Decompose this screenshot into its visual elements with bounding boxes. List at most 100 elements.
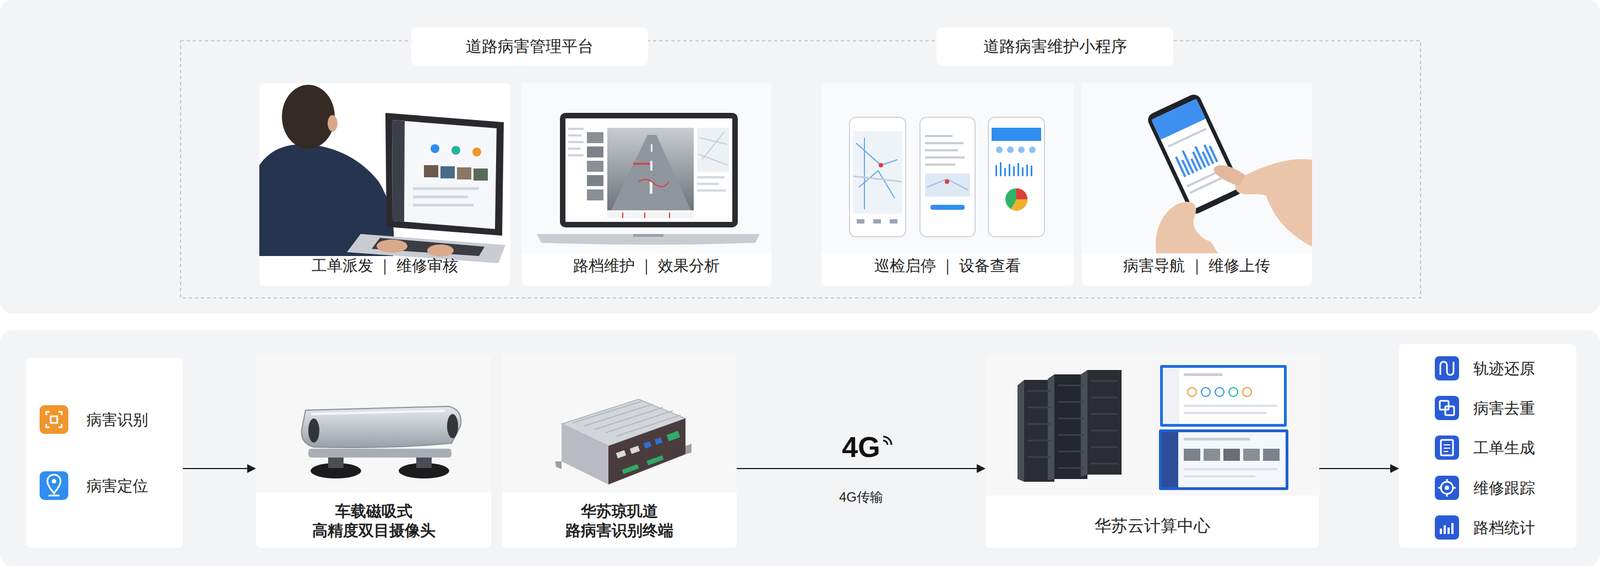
phone-screens-picture-part xyxy=(1010,199,1028,211)
card-ground-part xyxy=(259,83,511,286)
phone-screens-picture-part xyxy=(856,219,865,224)
laptop-road-picture xyxy=(536,112,760,246)
arrow-connector xyxy=(736,464,986,473)
laptop-user-picture-part xyxy=(412,187,480,190)
laptop-user-picture-part xyxy=(385,112,504,236)
laptop-road-picture-part xyxy=(568,140,584,144)
terminal-picture xyxy=(554,399,692,485)
server-picture-part xyxy=(1183,437,1250,441)
terminal-picture-part xyxy=(646,455,665,466)
server-picture-part xyxy=(1201,387,1211,397)
network-mark: 4G xyxy=(841,431,880,464)
phone-screens-picture-part xyxy=(856,137,898,210)
phone-screens-picture-part xyxy=(853,176,902,182)
server-picture xyxy=(1017,365,1289,491)
node-text: 病害导航 ｜ 维修上传 xyxy=(1123,256,1271,276)
card-ground-part xyxy=(521,83,772,254)
connector-line xyxy=(1319,467,1391,470)
laptop-road-picture-part xyxy=(568,134,582,137)
feature-card: 病害导航 ｜ 维修上传 xyxy=(1081,83,1313,286)
card-ground xyxy=(26,83,1577,548)
laptop-road-picture-part xyxy=(586,160,604,172)
laptop-road-picture-part xyxy=(633,162,650,165)
function-icon-part xyxy=(47,474,61,494)
laptop-user-picture-part xyxy=(281,84,335,149)
arrow-head xyxy=(1390,464,1400,473)
node-text: 路档维护 ｜ 效果分析 xyxy=(573,256,721,276)
hand-phone-picture-part xyxy=(1213,165,1246,187)
phone-screens-picture-part xyxy=(930,204,965,210)
laptop-road-picture-part xyxy=(607,212,694,219)
server-picture-part xyxy=(1242,387,1252,397)
function-icon-part xyxy=(39,471,69,500)
server-picture-part xyxy=(1158,429,1289,491)
server-picture-part xyxy=(1223,448,1240,461)
function-list: 轨迹还原病害去重工单生成维修跟踪路档统计 xyxy=(1399,344,1577,548)
node-text: 车载磁吸式 高精度双目摄像头 xyxy=(291,501,457,541)
terminal-picture-part xyxy=(685,443,692,455)
laptop-user-picture-part xyxy=(423,165,439,178)
phone-screens-picture-part xyxy=(889,219,898,224)
server-picture-part xyxy=(1183,467,1278,471)
phone-screens-picture-part xyxy=(1017,162,1020,177)
phone-screens-picture-part xyxy=(878,162,884,168)
function-icon-part xyxy=(1434,475,1460,500)
card-ground-part xyxy=(985,355,1320,548)
laptop-road-picture-part xyxy=(559,112,738,228)
laptop-road-picture-part xyxy=(611,134,691,211)
node-text: 病害去重 xyxy=(1473,398,1536,418)
phone-screens-picture-part xyxy=(1030,165,1033,177)
server-picture-part xyxy=(1183,448,1201,461)
laptop-user-picture-part xyxy=(472,147,482,157)
hand-phone-picture-part-part xyxy=(1145,91,1245,216)
function-icon-part xyxy=(50,416,58,423)
arrow-head xyxy=(247,464,257,473)
node-text: 巡检启停 ｜ 设备查看 xyxy=(874,256,1022,276)
laptop-road-picture-part xyxy=(586,175,604,187)
terminal-picture-part xyxy=(643,441,652,449)
phone-screens-picture-part xyxy=(924,134,953,138)
stereo-camera-picture xyxy=(301,406,461,479)
laptop-user-picture-part xyxy=(451,145,461,155)
phone-screens-picture-part xyxy=(924,173,971,197)
card-ground-part xyxy=(256,355,492,548)
hand-phone-picture-part-part xyxy=(1151,98,1239,210)
server-picture-part xyxy=(1161,432,1286,488)
function-icon-part xyxy=(46,411,62,428)
node-text: 华苏琼玑道 路病害识别终端 xyxy=(536,501,702,541)
laptop-road-picture-part xyxy=(698,132,728,166)
phone-screens-picture-part xyxy=(924,156,965,159)
laptop-road-picture-part xyxy=(586,146,604,158)
laptop-road-picture-part xyxy=(644,212,646,219)
phone-screens-picture-part xyxy=(852,131,903,214)
terminal-picture-part xyxy=(561,423,609,485)
server-picture-part xyxy=(1228,387,1238,397)
node-text: 工单派发 ｜ 维修审核 xyxy=(311,256,459,276)
server-picture-part xyxy=(1243,448,1260,461)
stereo-camera-picture-part xyxy=(301,406,461,448)
server-picture-part xyxy=(1183,373,1223,377)
phone-screens-picture-part xyxy=(927,178,968,190)
phone-screens-picture-part xyxy=(1005,188,1028,211)
arrow-connector xyxy=(182,464,257,473)
terminal-picture-part xyxy=(554,461,562,470)
server-picture-part xyxy=(1183,411,1267,415)
card-ground-part xyxy=(521,83,772,286)
function-icon xyxy=(1434,356,1460,540)
hand-phone-picture-part-part xyxy=(1192,151,1202,170)
signal-arcs-part xyxy=(883,440,888,445)
phone-screens-picture-part xyxy=(988,117,1045,237)
laptop-road-picture-part xyxy=(697,176,725,179)
terminal-picture-part xyxy=(622,464,640,475)
stereo-camera-picture-part xyxy=(447,414,459,439)
feature-card: 工单派发 ｜ 维修审核 xyxy=(259,83,511,286)
hand-phone-picture-part xyxy=(1155,201,1218,254)
function-icon-part xyxy=(1443,444,1451,452)
node-text: 工单生成 xyxy=(1473,438,1536,458)
server-picture-part xyxy=(1087,369,1122,475)
laptop-road-picture-part xyxy=(536,233,760,246)
terminal-picture-part xyxy=(629,445,640,455)
laptop-road-picture-part xyxy=(633,233,664,237)
function-icon-part xyxy=(39,405,69,434)
